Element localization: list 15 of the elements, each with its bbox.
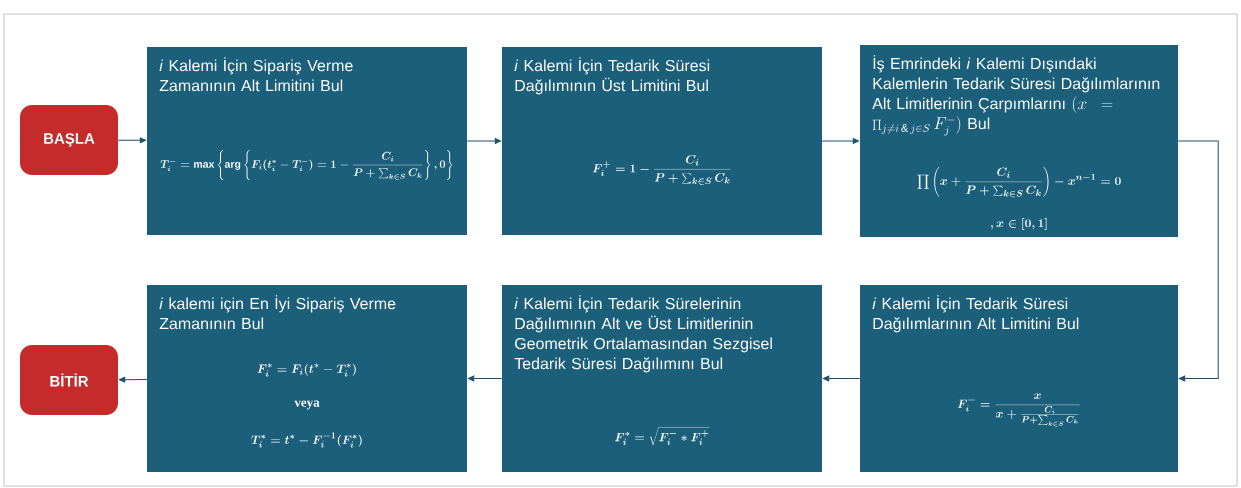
- process-box: i Kalemi İçin Sipariş Verme Zamanının Alt Limitini Bul $T_i^- = \max\left\{\arg\left\{F_i(t_i^* - T_i^-) = 1 - \frac{C_i}{P + \sum_{k\in S} C_k}\right\},0\right\}$: [147, 47, 467, 235]
- process-box: i Kalemi İçin Tedarik Sürelerinin Dağılımının Alt ve Üst Limitlerinin Geometrik Ortalamasından Sezgisel Tedarik Süresi Dağılımını Bul $F_i^* = \sqrt{F_i^- * F_i^+}$: [502, 285, 822, 472]
- arrow: [1177, 140, 1219, 382]
- process-box: i Kalemi İçin Tedarik Süresi Dağılımlarının Alt Limitini Bul $F_i^- = \frac{x}{x + \frac{C_i}{P + \sum_{k\in S} C_k}}$: [860, 285, 1178, 472]
- process-box: i kalemi için En İyi Sipariş Verme Zamanının Bul $F_i^* = F_i(t^* - T_i^*)$ veya $T_i^* = t^* - F_i^{-1}(F_i^*)$: [147, 285, 467, 472]
- arrow: [468, 375, 503, 382]
- arrow: [823, 375, 861, 382]
- arrow: [118, 376, 148, 383]
- process-box: i Kalemi İçin Tedarik Süresi Dağılımının Üst Limitini Bul $F_i^+ = 1 - \frac{C_i}{P + \sum_{k\in S} C_k}$: [502, 47, 822, 235]
- process-box: İş Emrindeki i Kalemi Dışındaki Kalemlerin Tedarik Süresi Dağılımlarının Alt Limitlerinin Çarpımlarını $(x = \prod_{j\neq i\,\&\,j\in S} F_j^-)$ Bul $\prod\left(x + \frac{C_i}{P + \sum_{k\in S} C_k}\right) - x^{n-1} = 0$ $,x \in [0,1]$: [860, 45, 1178, 237]
- arrow: [821, 138, 860, 144]
- arrow: [466, 138, 502, 144]
- arrow: [117, 137, 147, 144]
- terminal-box: BİTİR: [20, 345, 118, 415]
- terminal-box: BAŞLA: [20, 105, 118, 175]
